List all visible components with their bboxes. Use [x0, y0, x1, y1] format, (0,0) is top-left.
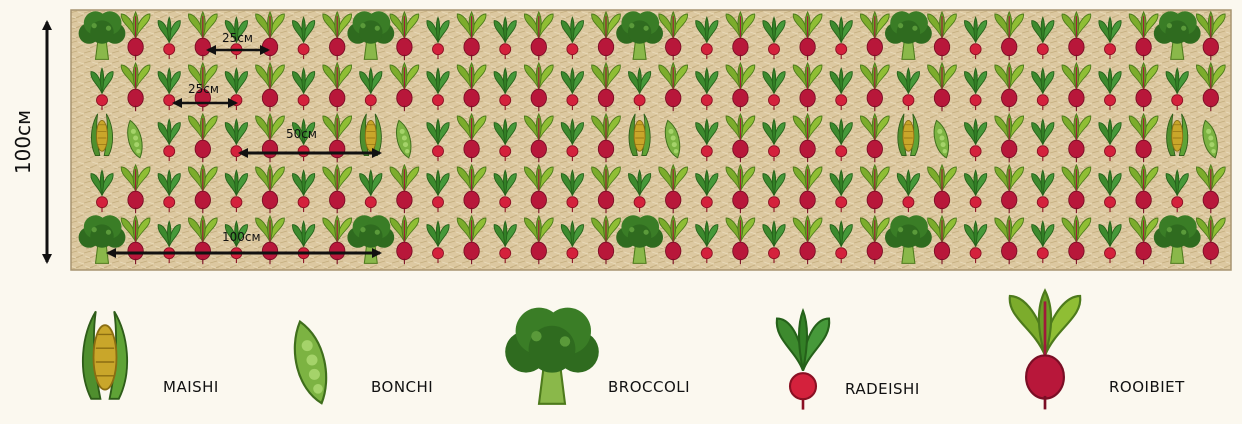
- beet-icon: [1010, 291, 1081, 410]
- dimension-label: 100см: [222, 230, 261, 244]
- dimension-label: 50см: [286, 127, 317, 141]
- maize-plant: [1167, 114, 1188, 156]
- dimension-label: 25см: [222, 31, 253, 45]
- height-label: 100см: [11, 110, 35, 174]
- pea-pod-icon: [295, 322, 326, 404]
- maize-icon: [83, 311, 127, 398]
- maize-plant: [898, 114, 919, 156]
- maize-plant: [629, 114, 650, 156]
- legend-label-pea: BONCHI: [371, 378, 433, 396]
- dimension-label: 25см: [188, 82, 219, 96]
- maize-plant: [360, 114, 381, 156]
- legend-label-maize: MAISHI: [163, 378, 219, 396]
- legend-label-beet: ROOIBIET: [1109, 378, 1185, 396]
- maize-plant: [91, 114, 112, 156]
- radish-icon: [777, 311, 829, 410]
- broccoli-icon: [505, 308, 599, 404]
- legend-label-broccoli: BROCCOLI: [608, 378, 690, 396]
- legend-label-radish: RADEISHI: [845, 380, 920, 398]
